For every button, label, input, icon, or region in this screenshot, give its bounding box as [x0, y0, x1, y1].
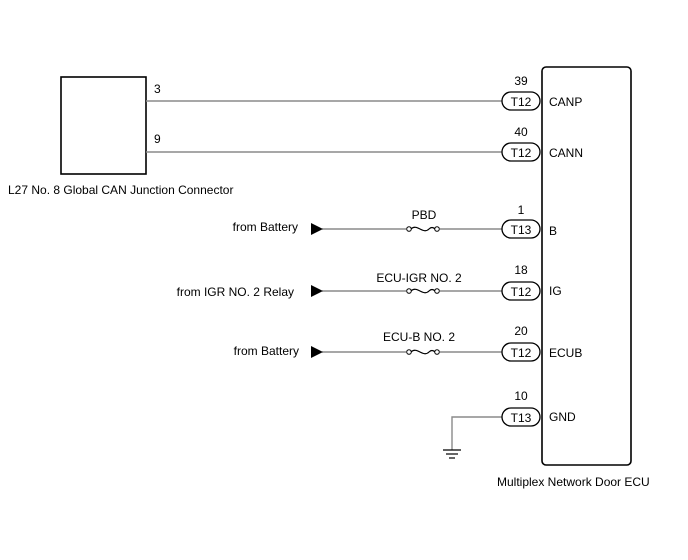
connector-oval [501, 281, 541, 301]
fuse-label-pbd: PBD [412, 208, 437, 222]
terminal-name: IG [549, 284, 562, 298]
ecu-label: Multiplex Network Door ECU [497, 475, 650, 489]
arrow-right-icon [311, 285, 323, 297]
fuse-icon [406, 347, 440, 357]
terminal-pin: 40 [514, 125, 528, 139]
source-label-battery-2: from Battery [234, 344, 299, 358]
fuse-label-ecu-b: ECU-B NO. 2 [383, 330, 455, 344]
terminal-name: B [549, 224, 557, 238]
connector-oval [501, 219, 541, 239]
fuse-icon [406, 224, 440, 234]
wire-gnd [451, 416, 502, 450]
arrow-right-icon [311, 223, 323, 235]
terminal-pin: 39 [514, 74, 528, 88]
connector-label: T12 [511, 146, 532, 160]
terminal-name: GND [549, 410, 576, 424]
arrow-right-icon [311, 346, 323, 358]
source-label-battery-1: from Battery [233, 220, 298, 234]
terminal-pin: 20 [514, 324, 528, 338]
connector-label: T13 [511, 411, 532, 425]
source-label-igr-relay: from IGR NO. 2 Relay [177, 285, 294, 299]
connector-label: T12 [511, 346, 532, 360]
junction-connector-label: L27 No. 8 Global CAN Junction Connector [8, 183, 233, 197]
junction-connector-box [60, 76, 147, 175]
junction-pin-3: 3 [154, 82, 161, 96]
ground-symbol-icon [443, 449, 461, 459]
connector-oval [501, 91, 541, 111]
terminal-name: CANN [549, 146, 583, 160]
connector-oval [501, 342, 541, 362]
junction-pin-9: 9 [154, 132, 161, 146]
connector-label: T12 [511, 95, 532, 109]
fuse-label-ecu-igr: ECU-IGR NO. 2 [376, 271, 462, 285]
terminal-name: ECUB [549, 346, 582, 360]
connector-label: T13 [511, 223, 532, 237]
terminal-pin: 1 [518, 203, 525, 217]
ecu-box [541, 66, 632, 466]
terminal-name: CANP [549, 95, 582, 109]
fuse-icon [406, 286, 440, 296]
connector-oval [501, 142, 541, 162]
connector-oval [501, 407, 541, 427]
terminal-pin: 10 [514, 389, 528, 403]
connector-label: T12 [511, 285, 532, 299]
terminal-pin: 18 [514, 263, 528, 277]
